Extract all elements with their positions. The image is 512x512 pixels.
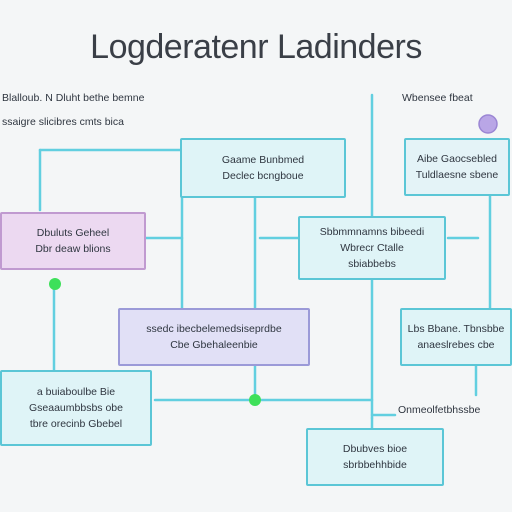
box-center-right-line-2: Wbrecr Ctalle bbox=[340, 242, 404, 254]
box-top-right-line-1: Aibe Gaocsebled bbox=[417, 153, 497, 165]
box-center-right: Sbbmmnamns bibeedi Wbrecr Ctalle sbiabbe… bbox=[298, 216, 446, 280]
box-bottom-left: a buiaboulbe Bie Gseaaumbbsbs obe tbre o… bbox=[0, 370, 152, 446]
box-top-center-line-1: Gaame Bunbmed bbox=[221, 154, 305, 166]
box-center-lavender: ssedc ibecbelemedsiseprdbe Cbe Gbehaleen… bbox=[118, 308, 310, 366]
box-left-pink: Dbuluts Geheel Dbr deaw blions bbox=[0, 212, 146, 270]
box-bottom-left-line-1: a buiaboulbe Bie bbox=[36, 386, 116, 398]
box-bottom-center: Dbubves bioe sbrbbehhbide bbox=[306, 428, 444, 486]
top-left-text: Blalloub. N Dluht bethe bemne ssaigre sl… bbox=[2, 90, 232, 130]
node-green-left bbox=[49, 278, 61, 290]
box-center-right-line-3: sbiabbebs bbox=[348, 258, 396, 270]
bottom-right-label: Onmeolfetbhssbe bbox=[398, 404, 481, 416]
box-bottom-center-line-2: sbrbbehhbide bbox=[343, 459, 407, 471]
box-left-pink-line-1: Dbuluts Geheel bbox=[36, 227, 110, 239]
top-left-text-line-1: Blalloub. N Dluht bethe bemne bbox=[2, 92, 145, 104]
top-left-text-line-2: ssaigre slicibres cmts bica bbox=[2, 116, 124, 128]
box-bottom-center-line-1: Dbubves bioe bbox=[342, 443, 408, 455]
diagram-title: Logderatenr Ladinders bbox=[90, 28, 422, 66]
box-right-mid-line-1: Lbs Bbane. Tbnsbbe bbox=[407, 323, 505, 335]
box-center-right-line-1: Sbbmmnamns bibeedi bbox=[319, 226, 425, 238]
box-center-lavender-line-2: Cbe Gbehaleenbie bbox=[170, 339, 258, 351]
box-top-right: Aibe Gaocsebled Tuldlaesne sbene bbox=[404, 138, 510, 196]
node-green-center bbox=[249, 394, 261, 406]
box-top-center: Gaame Bunbmed Declec bcngboue bbox=[180, 138, 346, 198]
box-right-mid-line-2: anaeslrebes cbe bbox=[417, 339, 495, 351]
box-top-right-line-2: Tuldlaesne sbene bbox=[415, 169, 499, 181]
box-left-pink-line-2: Dbr deaw blions bbox=[35, 243, 111, 255]
node-purple-right bbox=[478, 114, 498, 134]
top-right-text: Wbensee fbeat bbox=[402, 92, 473, 104]
box-bottom-left-line-2: Gseaaumbbsbs obe bbox=[29, 402, 123, 414]
box-right-mid: Lbs Bbane. Tbnsbbe anaeslrebes cbe bbox=[400, 308, 512, 366]
box-bottom-left-line-3: tbre orecinb Gbebel bbox=[29, 418, 123, 430]
box-top-center-line-2: Declec bcngboue bbox=[222, 170, 304, 182]
box-center-lavender-line-1: ssedc ibecbelemedsiseprdbe bbox=[146, 323, 282, 335]
